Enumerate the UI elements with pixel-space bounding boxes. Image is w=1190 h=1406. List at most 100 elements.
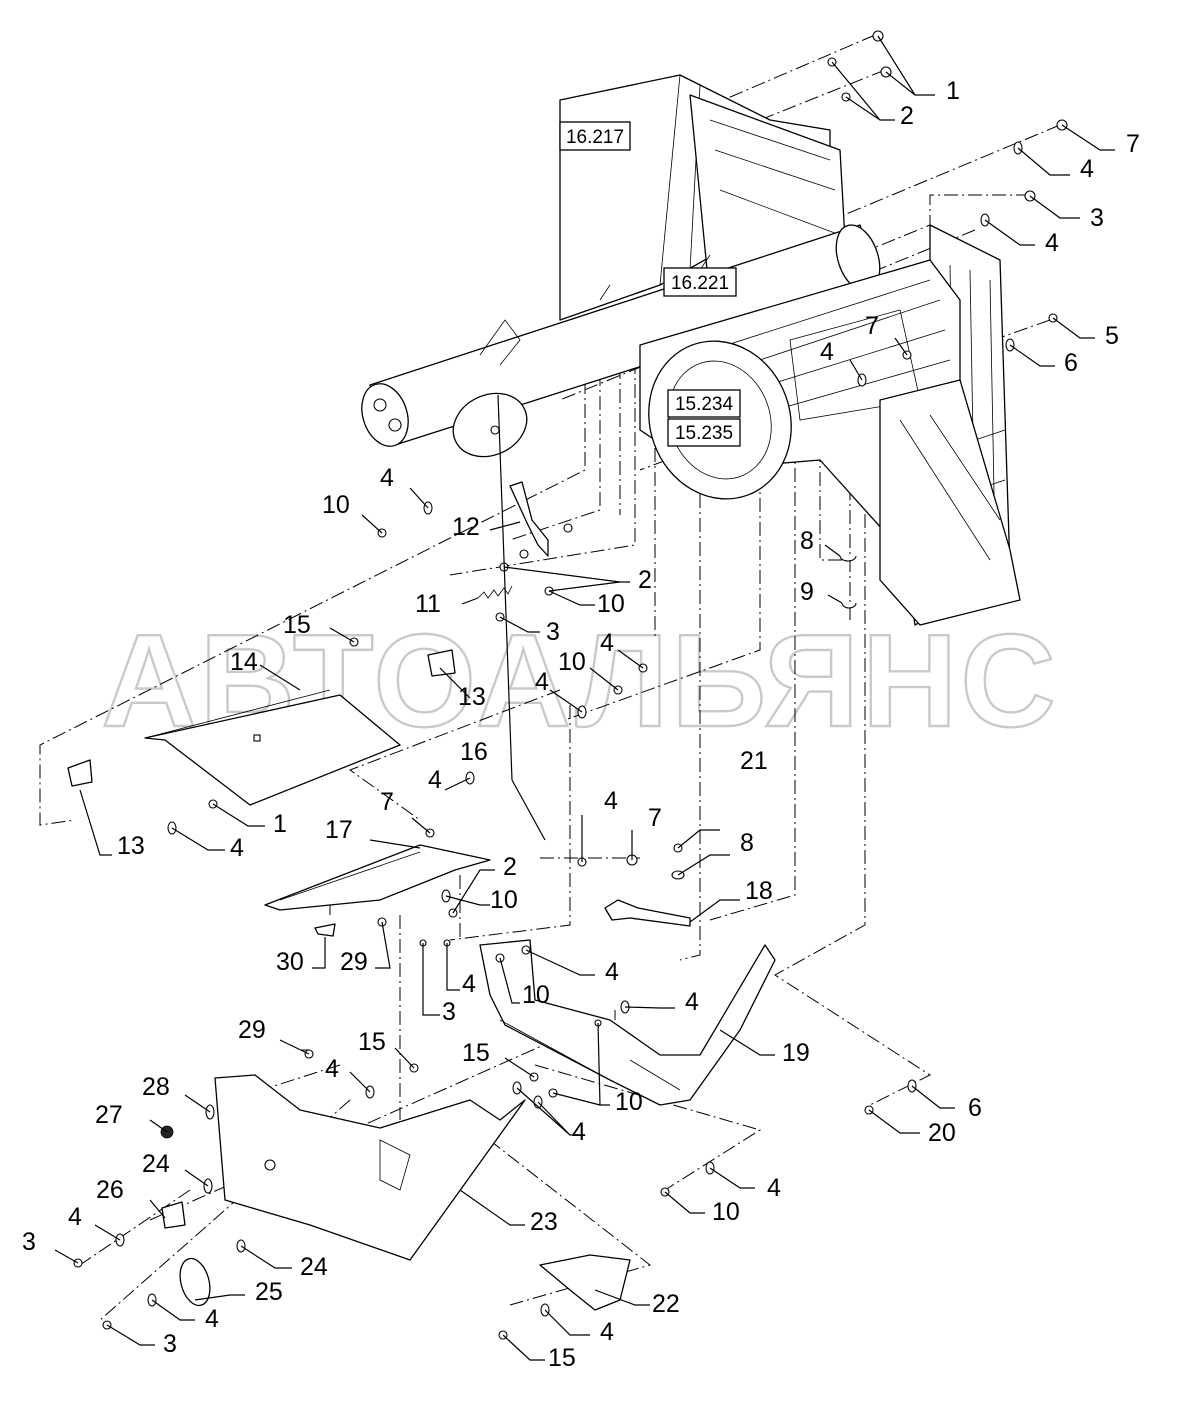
callout-number: 3 xyxy=(442,998,456,1026)
callout-number: 2 xyxy=(900,102,914,130)
callout-number: 10 xyxy=(615,1088,643,1116)
callout-number: 17 xyxy=(325,816,353,844)
callout-number: 28 xyxy=(142,1073,170,1101)
callout-number: 27 xyxy=(95,1101,123,1129)
callout-number: 20 xyxy=(928,1119,956,1147)
callout-number: 4 xyxy=(205,1305,219,1333)
part-12-bracket xyxy=(509,481,549,557)
callout-number: 9 xyxy=(800,578,814,606)
callout-number: 3 xyxy=(546,618,560,646)
part-11-spring xyxy=(477,585,513,599)
callout-number: 4 xyxy=(605,958,619,986)
callout-number: 15 xyxy=(358,1028,386,1056)
part-8-washer xyxy=(839,555,857,562)
callout-number: 25 xyxy=(255,1278,283,1306)
callout-number: 10 xyxy=(597,590,625,618)
callout-number: 4 xyxy=(767,1174,781,1202)
part-26-clip xyxy=(161,1201,186,1229)
callout-number: 29 xyxy=(238,1016,266,1044)
callout-number: 7 xyxy=(380,788,394,816)
callout-number: 15 xyxy=(462,1039,490,1067)
callout-number: 21 xyxy=(740,747,768,775)
combine-chassis-assembly xyxy=(361,74,1021,626)
callout-number: 10 xyxy=(522,981,550,1009)
callout-number: 16 xyxy=(460,738,488,766)
callout-number: 7 xyxy=(865,312,879,340)
callout-number: 4 xyxy=(600,629,614,657)
callout-number: 19 xyxy=(782,1039,810,1067)
callout-number: 7 xyxy=(1126,130,1140,158)
part-19-guard xyxy=(479,939,776,1106)
part-16-rod xyxy=(511,779,546,841)
callout-number: 22 xyxy=(652,1290,680,1318)
reference-label: 15.235 xyxy=(675,423,733,444)
callout-number: 3 xyxy=(163,1330,177,1358)
callout-number: 10 xyxy=(558,648,586,676)
callout-number: 4 xyxy=(1080,155,1094,183)
callout-number: 24 xyxy=(300,1253,328,1281)
callout-number: 15 xyxy=(283,611,311,639)
callout-number: 8 xyxy=(740,829,754,857)
callout-number: 2 xyxy=(503,853,517,881)
callout-number: 1 xyxy=(946,77,960,105)
callout-number: 14 xyxy=(230,648,258,676)
callout-number: 13 xyxy=(117,832,145,860)
callout-number: 23 xyxy=(530,1208,558,1236)
callout-number: 30 xyxy=(276,948,304,976)
callout-number: 4 xyxy=(685,988,699,1016)
part-22-cover xyxy=(539,1254,631,1311)
part-14-shield-plate xyxy=(144,694,401,806)
callout-number: 2 xyxy=(638,566,652,594)
callout-number: 4 xyxy=(428,766,442,794)
part-18-bracket xyxy=(604,899,691,927)
callout-number: 7 xyxy=(648,804,662,832)
callout-number: 4 xyxy=(600,1318,614,1346)
callout-number: 4 xyxy=(604,787,618,815)
reference-box-16217: 16.217 xyxy=(559,121,631,151)
callout-number: 5 xyxy=(1105,322,1119,350)
callout-number: 4 xyxy=(572,1118,586,1146)
callout-leaders xyxy=(54,35,1115,1361)
reference-box-15234: 15.234 xyxy=(667,389,741,418)
part-17-plate xyxy=(264,844,491,911)
reference-box-15235: 15.235 xyxy=(667,418,741,447)
part-30-knob xyxy=(314,923,336,937)
callout-number: 4 xyxy=(380,464,394,492)
callout-number: 10 xyxy=(712,1198,740,1226)
callout-number: 12 xyxy=(452,513,480,541)
callout-number: 8 xyxy=(800,527,814,555)
part-23-side-shield xyxy=(214,1074,526,1261)
reference-label: 16.217 xyxy=(566,127,624,148)
callout-labels: 1 2 7 4 3 4 5 6 7 4 10 4 12 2 11 10 3 8 … xyxy=(22,77,1140,1372)
part-13-clip xyxy=(67,759,93,787)
callout-number: 15 xyxy=(548,1344,576,1372)
callout-number: 26 xyxy=(96,1176,124,1204)
reference-label: 16.221 xyxy=(671,273,729,294)
callout-number: 29 xyxy=(340,948,368,976)
callout-number: 1 xyxy=(273,810,287,838)
callout-number: 4 xyxy=(535,668,549,696)
callout-number: 4 xyxy=(1045,229,1059,257)
part-13-clip-upper xyxy=(427,649,456,677)
callout-number: 3 xyxy=(1090,204,1104,232)
callout-number: 13 xyxy=(458,683,486,711)
reference-label: 15.234 xyxy=(675,394,734,415)
callout-number: 4 xyxy=(462,970,476,998)
callout-number: 3 xyxy=(22,1228,36,1256)
callout-number: 18 xyxy=(745,877,773,905)
callout-number: 10 xyxy=(322,491,350,519)
part-9-clip xyxy=(841,602,857,609)
callout-number: 4 xyxy=(820,338,834,366)
callout-number: 4 xyxy=(230,834,244,862)
callout-number: 24 xyxy=(142,1150,170,1178)
callout-number: 6 xyxy=(968,1094,982,1122)
callout-number: 4 xyxy=(68,1203,82,1231)
reference-box-16221: 16.221 xyxy=(663,267,737,297)
callout-number: 11 xyxy=(415,590,441,618)
part-25-ring xyxy=(179,1257,211,1307)
callout-number: 6 xyxy=(1064,349,1078,377)
callout-number: 10 xyxy=(490,886,518,914)
callout-number: 4 xyxy=(325,1055,339,1083)
